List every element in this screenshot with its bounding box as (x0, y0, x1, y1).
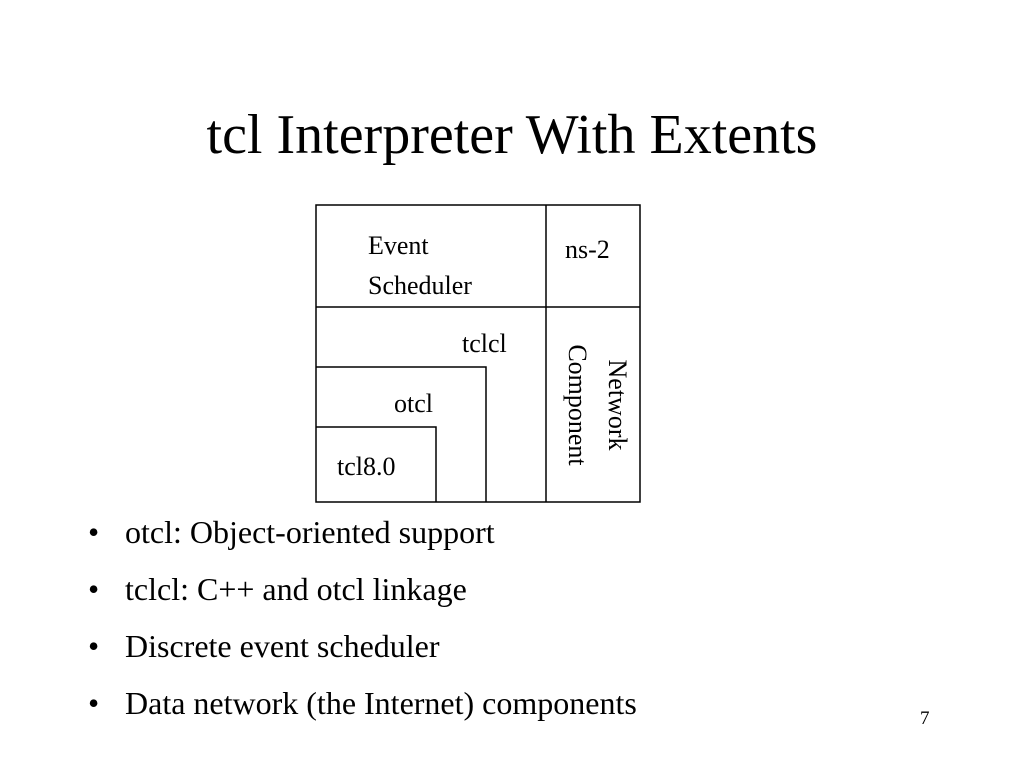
bullet-marker: • (88, 685, 100, 721)
page-number: 7 (920, 708, 930, 729)
bullet-marker: • (88, 628, 100, 664)
ns2-label: ns-2 (565, 235, 610, 264)
bullet-marker: • (88, 571, 100, 607)
tclcl-label: tclcl (462, 329, 507, 358)
bullet-item: • Discrete event scheduler (88, 618, 637, 675)
otcl-box-border (316, 366, 487, 502)
slide-title: tcl Interpreter With Extents (206, 104, 818, 166)
bullet-list: • otcl: Object-oriented support • tclcl:… (88, 504, 637, 732)
diagram-outer-border (315, 204, 641, 503)
tcl80-box-border (316, 426, 437, 502)
event-scheduler-label: Event Scheduler (368, 231, 472, 300)
bullet-text: otcl: Object-oriented support (125, 514, 495, 550)
bullet-text: tclcl: C++ and otcl linkage (125, 571, 467, 607)
network-component-label: Network Component (563, 344, 632, 466)
bullet-text: Data network (the Internet) components (125, 685, 637, 721)
bullet-item: • tclcl: C++ and otcl linkage (88, 561, 637, 618)
bullet-text: Discrete event scheduler (125, 628, 440, 664)
bullet-item: • Data network (the Internet) components (88, 675, 637, 732)
bullet-marker: • (88, 514, 100, 550)
tcl80-label: tcl8.0 (337, 452, 396, 481)
otcl-label: otcl (394, 389, 433, 418)
bullet-item: • otcl: Object-oriented support (88, 504, 637, 561)
